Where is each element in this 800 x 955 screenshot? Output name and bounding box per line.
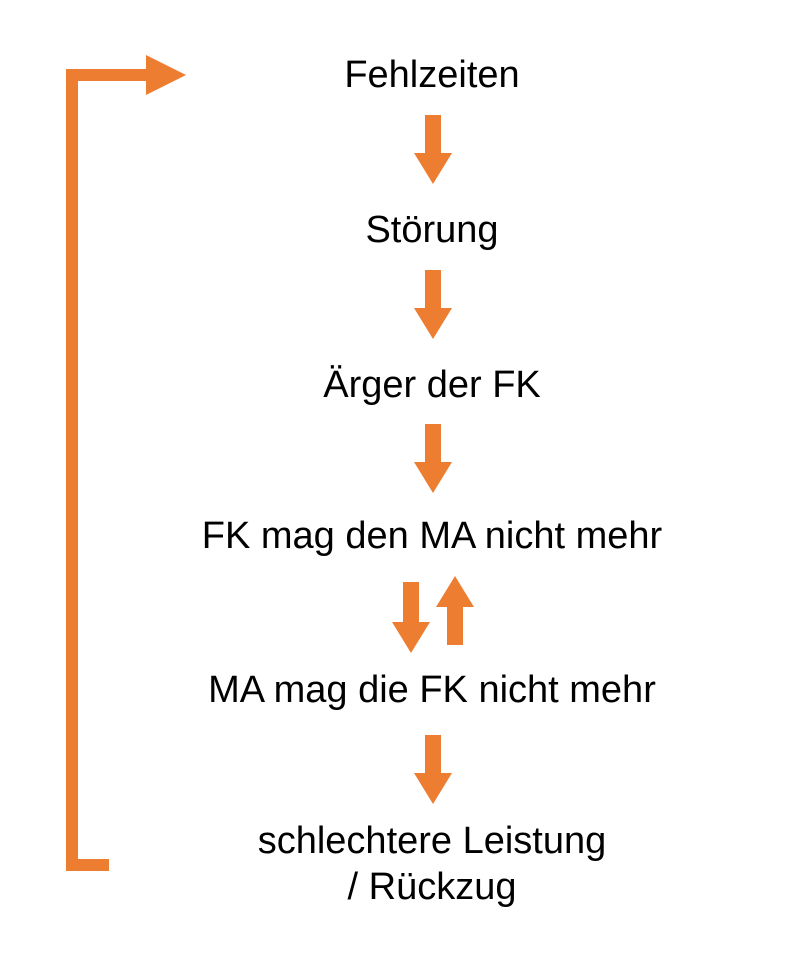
arrow-down-icon — [414, 270, 452, 339]
feedback-loop-arrow-icon — [66, 55, 186, 871]
arrow-up-icon — [436, 576, 474, 645]
node-schlechtere-leistung: schlechtere Leistung / Rückzug — [0, 818, 800, 910]
arrow-down-icon — [414, 115, 452, 184]
arrow-down-icon — [414, 424, 452, 493]
node-label-line-2: / Rückzug — [347, 866, 517, 908]
node-ma-mag-die-fk-nicht-mehr: MA mag die FK nicht mehr — [208, 669, 656, 711]
node-fk-mag-den-ma-nicht-mehr: FK mag den MA nicht mehr — [201, 515, 663, 557]
node-stoerung: Störung — [365, 209, 499, 251]
node-aerger-der-fk: Ärger der FK — [323, 364, 541, 406]
node-fehlzeiten: Fehlzeiten — [344, 54, 520, 96]
arrow-down-icon — [392, 582, 430, 653]
node-label-line-1: schlechtere Leistung — [257, 820, 607, 862]
arrow-down-icon — [414, 735, 452, 804]
